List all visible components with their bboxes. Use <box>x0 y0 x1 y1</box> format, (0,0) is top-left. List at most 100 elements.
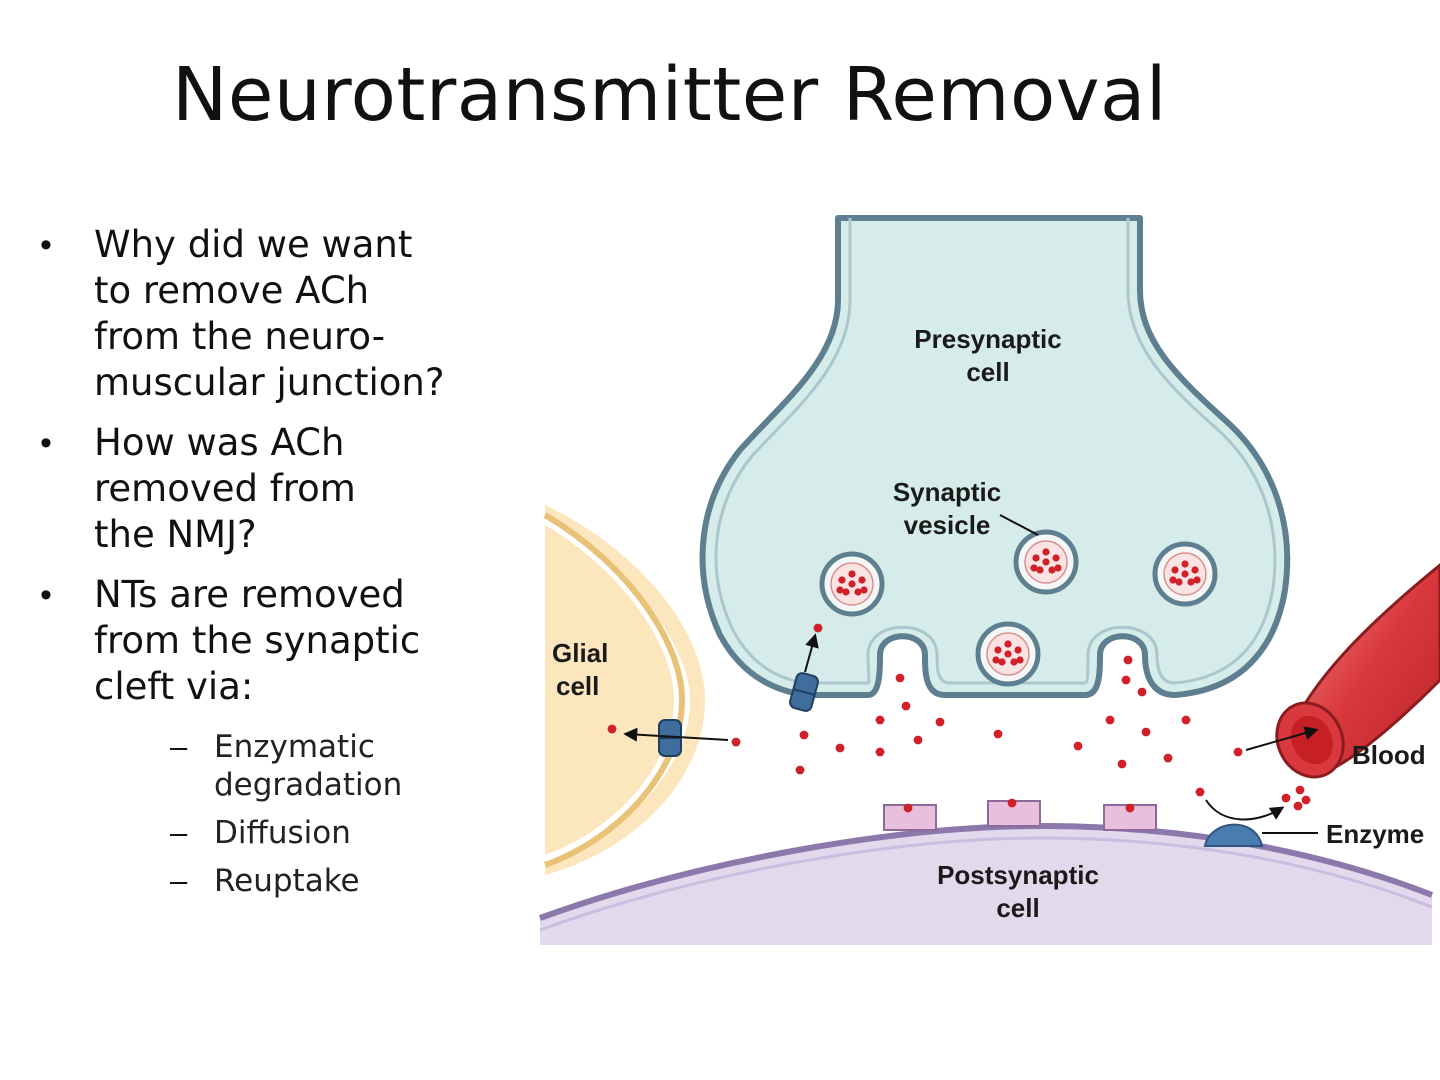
neurotransmitter-molecule <box>1141 727 1151 737</box>
neurotransmitter-molecule <box>1125 803 1135 813</box>
bullet-list: • Why did we want to remove ACh from the… <box>36 222 506 914</box>
neurotransmitter-molecule <box>1181 570 1189 578</box>
neurotransmitter-molecule <box>1137 687 1147 697</box>
blood-vessel-lumen <box>1291 715 1333 765</box>
neurotransmitter-molecule <box>607 724 617 734</box>
neurotransmitter-molecule <box>848 570 856 578</box>
bullet-item: • NTs are removed from the synaptic clef… <box>36 572 506 900</box>
neurotransmitter-molecule <box>895 673 905 683</box>
neurotransmitter-molecule <box>1293 801 1303 811</box>
neurotransmitter-molecule <box>875 747 885 757</box>
neurotransmitter-molecule <box>854 588 862 596</box>
neurotransmitter-molecule <box>1073 741 1083 751</box>
enzyme <box>1203 823 1264 847</box>
neurotransmitter-molecule <box>998 658 1006 666</box>
postsynaptic-inner-line <box>539 836 1433 932</box>
bullet-marker: • <box>40 226 52 264</box>
bullet-marker: • <box>40 424 52 462</box>
neurotransmitter-molecule <box>1052 554 1060 562</box>
neurotransmitter-molecule <box>1187 578 1195 586</box>
neurotransmitter-molecule <box>1171 566 1179 574</box>
presynaptic-cell-body <box>699 215 1291 698</box>
neurotransmitter-molecule <box>1007 798 1017 808</box>
neurotransmitter-molecule <box>1032 554 1040 562</box>
bullet-text: How was ACh removed from the NMJ? <box>94 421 356 556</box>
neurotransmitter-molecule <box>1191 566 1199 574</box>
neurotransmitter-molecule <box>1193 576 1201 584</box>
neurotransmitter-molecule <box>858 576 866 584</box>
neurotransmitter-molecule <box>1010 658 1018 666</box>
glial-cell <box>543 505 705 875</box>
diffusion-arrow <box>1245 726 1319 751</box>
neurotransmitter-molecule <box>1030 564 1038 572</box>
vesicle-label-line1: Synaptic <box>893 477 1001 507</box>
glial-cell-interior <box>545 525 674 855</box>
neurotransmitter-molecule <box>1195 787 1205 797</box>
neurotransmitter-molecule <box>795 765 805 775</box>
neurotransmitter-molecule <box>813 623 823 633</box>
sub-bullet-marker: – <box>170 863 188 898</box>
sub-bullet-item: – Enzymatic degradation <box>94 728 506 804</box>
neurotransmitter-molecule <box>842 588 850 596</box>
neurotransmitter-molecule <box>1301 795 1311 805</box>
glial-cell-membrane <box>543 512 686 868</box>
sub-bullet-item: – Diffusion <box>94 814 506 852</box>
postsynaptic-label-line2: cell <box>996 893 1039 923</box>
vesicle-group <box>819 529 1218 687</box>
neurotransmitter-molecule <box>994 646 1002 654</box>
neurotransmitter-molecule <box>1233 747 1243 757</box>
neurotransmitter-molecule <box>860 586 868 594</box>
glial-label-line2: cell <box>556 671 599 701</box>
bullet-marker: • <box>40 576 52 614</box>
neurotransmitter-molecule <box>1036 566 1044 574</box>
neurotransmitter-molecule <box>992 656 1000 664</box>
neurotransmitter-molecule <box>1123 655 1133 665</box>
neurotransmitter-molecule <box>901 701 911 711</box>
neurotransmitter-molecule <box>1181 560 1189 568</box>
neurotransmitter-molecule <box>903 803 913 813</box>
neurotransmitter-molecule <box>935 717 945 727</box>
neurotransmitter-molecule <box>913 735 923 745</box>
postsynaptic-label-line1: Postsynaptic <box>937 860 1099 890</box>
neurotransmitter-molecule <box>993 729 1003 739</box>
bullet-text: Why did we want to remove ACh from the n… <box>94 223 445 404</box>
neurotransmitter-molecule <box>1105 715 1115 725</box>
sub-bullet-marker: – <box>170 729 188 764</box>
sub-bullet-text: Diffusion <box>214 815 351 851</box>
presynaptic-cell <box>699 215 1291 698</box>
neurotransmitter-molecule <box>848 580 856 588</box>
neurotransmitter-molecule <box>1169 576 1177 584</box>
neurotransmitter-molecule <box>1014 646 1022 654</box>
neurotransmitter-molecule <box>731 737 741 747</box>
reuptake-arrow <box>623 727 729 742</box>
neurotransmitter-molecule <box>1295 785 1305 795</box>
sub-bullet-list: – Enzymatic degradation – Diffusion – Re… <box>94 728 506 900</box>
neurotransmitter-molecule <box>1004 650 1012 658</box>
glial-cell-body <box>545 505 705 875</box>
synaptic-vesicle <box>1152 541 1218 607</box>
neurotransmitter-molecule <box>835 743 845 753</box>
vesicle-label-pointer <box>999 514 1039 536</box>
neurotransmitter-molecule <box>1016 656 1024 664</box>
presynaptic-label-line1: Presynaptic <box>914 324 1061 354</box>
presynaptic-transporter <box>789 672 819 712</box>
neurotransmitter-molecule <box>1163 753 1173 763</box>
neurotransmitter-molecule <box>1042 558 1050 566</box>
neurotransmitter-group <box>607 623 1311 813</box>
neurotransmitter-molecule <box>1004 640 1012 648</box>
synaptic-vesicle <box>819 551 885 617</box>
neurotransmitter-molecule <box>799 730 809 740</box>
receptor <box>1103 804 1157 831</box>
bullet-item: • Why did we want to remove ACh from the… <box>36 222 506 406</box>
neurotransmitter-molecule <box>836 586 844 594</box>
postsynaptic-cell-body <box>540 825 1432 945</box>
bullet-text: NTs are removed from the synaptic cleft … <box>94 573 421 708</box>
neurotransmitter-molecule <box>1181 715 1191 725</box>
neurotransmitter-molecule <box>1042 548 1050 556</box>
synaptic-vesicle <box>975 621 1041 687</box>
neurotransmitter-molecule <box>1117 759 1127 769</box>
sub-bullet-text: Reuptake <box>214 863 360 899</box>
neurotransmitter-molecule <box>1121 675 1131 685</box>
blood-label: Blood <box>1352 740 1426 770</box>
